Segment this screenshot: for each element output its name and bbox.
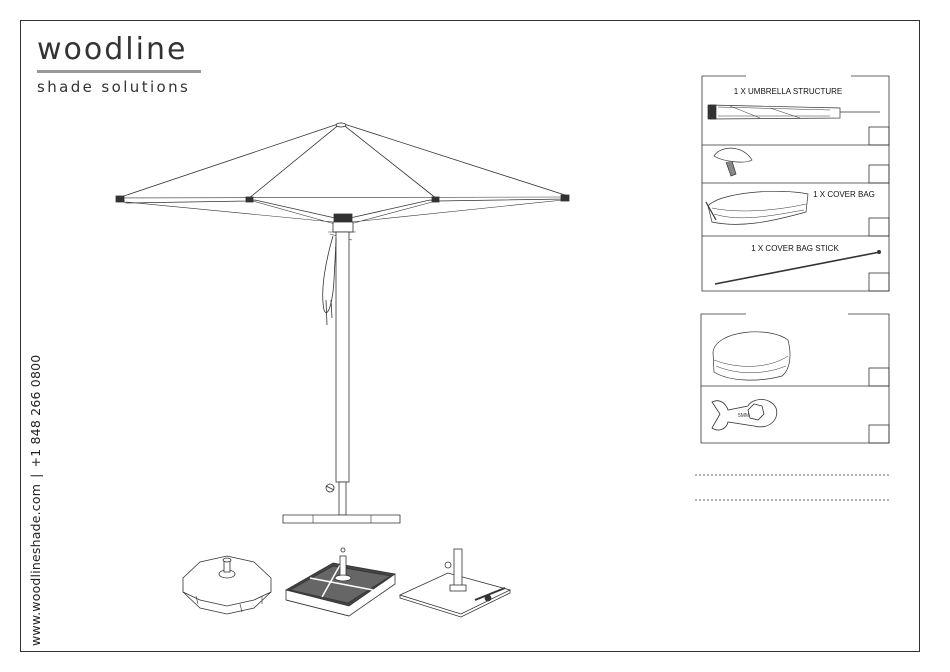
- finial-icon: [714, 148, 752, 176]
- notes-area: [695, 475, 891, 500]
- accessories-panel: [701, 314, 889, 443]
- wrench-tool-icon: 5MM: [712, 400, 777, 431]
- svg-text:5MM: 5MM: [738, 413, 749, 419]
- cover-bag-icon: [706, 191, 808, 224]
- checkbox-umbrella-structure: [869, 127, 889, 145]
- steel-plate-base-icon: [400, 549, 510, 617]
- octagonal-base-icon: [183, 556, 271, 614]
- part-label-umbrella-structure: 1 X UMBRELLA STRUCTURE: [734, 87, 842, 96]
- part-label-cover-bag: 1 X COVER BAG: [813, 190, 875, 199]
- protective-cover-icon: [713, 332, 790, 380]
- cover-bag-stick-icon: [715, 251, 881, 285]
- checkbox-protective-cover: [869, 368, 889, 386]
- checkbox-cover-bag-stick: [869, 273, 889, 291]
- checkbox-finial: [869, 165, 889, 183]
- four-tile-base-icon: [286, 548, 395, 616]
- umbrella-illustration: [116, 123, 569, 523]
- checkbox-wrench-tool: [869, 425, 889, 443]
- checkbox-cover-bag: [869, 218, 889, 236]
- part-label-cover-bag-stick: 1 X COVER BAG STICK: [751, 244, 839, 253]
- umbrella-structure-icon: [708, 105, 880, 119]
